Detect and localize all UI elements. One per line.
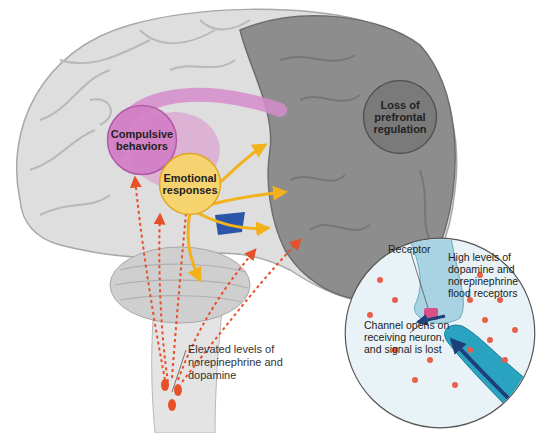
compulsive-circle: Compulsive behaviors <box>106 104 178 176</box>
neurotransmitter-dots <box>367 272 518 388</box>
callout-text: Channel opens on receiving neuron, and s… <box>364 319 458 355</box>
receiving-neuron <box>405 230 463 323</box>
callout-text: Elevated levels of norepinephrine and do… <box>188 343 318 382</box>
locus-coeruleus <box>161 379 182 411</box>
prefrontal-circle: Loss of prefrontal regulation <box>362 79 438 155</box>
signal-arrow <box>452 340 520 410</box>
region-label: Compulsive behaviors <box>106 104 178 176</box>
sending-neuron <box>445 325 538 433</box>
gyri <box>30 20 250 215</box>
region-label: Emotional responses <box>158 152 222 216</box>
callout-text: Receptor <box>388 243 448 255</box>
lost-signal-arrow <box>418 316 445 322</box>
leader-line <box>468 285 470 298</box>
region-label: Loss of prefrontal regulation <box>362 79 438 155</box>
synapse-inset-shape <box>345 238 535 428</box>
leader-line <box>410 318 428 333</box>
leader-line <box>410 250 428 308</box>
emotional-circle: Emotional responses <box>158 152 222 216</box>
callout-text: High levels of dopamine and norepinephri… <box>448 251 532 299</box>
leader-line <box>172 350 186 392</box>
synapse-inset: ReceptorHigh levels of dopamine and nore… <box>344 237 536 429</box>
receptor-channel <box>424 308 438 320</box>
